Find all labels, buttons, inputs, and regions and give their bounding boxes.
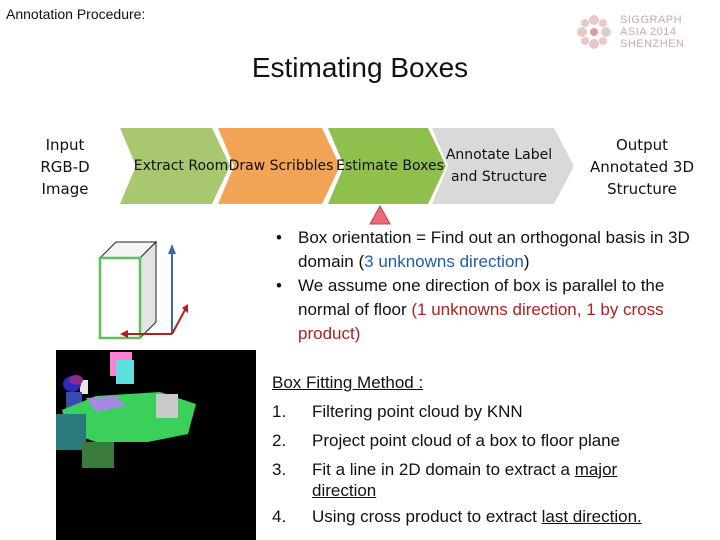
pipeline-step-annotate: Annotate Label and Structure xyxy=(432,128,574,204)
box-fitting-method: Box Fitting Method : 1.Filtering point c… xyxy=(272,368,712,531)
siggraph-asia-logo: SIGGRAPH ASIA 2014 SHENZHEN xyxy=(574,12,694,56)
page-title: Estimating Boxes xyxy=(251,52,469,83)
bullet-1: Box orientation = Find out an orthogonal… xyxy=(272,226,712,274)
bullet-2-highlight: (1 unknowns direction, 1 by cross produc… xyxy=(298,300,664,343)
segmentation-image xyxy=(56,350,256,540)
logo-line-2: ASIA 2014 xyxy=(620,26,677,38)
bullet-1-highlight: 3 unknowns direction xyxy=(364,252,524,271)
pipeline-input: Input RGB-D Image xyxy=(40,136,90,198)
bullet-2: We assume one direction of box is parall… xyxy=(272,274,712,346)
logo-line-3: SHENZHEN xyxy=(620,38,685,50)
method-step-2: 2.Project point cloud of a box to floor … xyxy=(272,431,621,450)
method-step-1: 1.Filtering point cloud by KNN xyxy=(272,402,523,421)
pipeline-output: Output Annotated 3D Structure xyxy=(589,136,695,198)
bullet-list: Box orientation = Find out an orthogonal… xyxy=(272,226,712,346)
logo-line-1: SIGGRAPH xyxy=(620,14,683,26)
box-orientation-diagram xyxy=(98,240,188,340)
current-step-marker-icon xyxy=(369,204,391,225)
pipeline-step-estimate-boxes: Estimate Boxes xyxy=(328,128,446,204)
pipeline-step-extract-room: Extract Room xyxy=(120,128,230,204)
method-step-3: 3.Fit a line in 2D domain to extract a m… xyxy=(272,460,618,500)
flower-logo-icon xyxy=(577,15,611,49)
pipeline-step-draw-scribbles: Draw Scribbles xyxy=(218,128,340,204)
method-step-4: 4.Using cross product to extract last di… xyxy=(272,507,642,526)
corner-label: Annotation Procedure: xyxy=(6,6,146,22)
method-heading: Box Fitting Method : xyxy=(272,373,424,392)
